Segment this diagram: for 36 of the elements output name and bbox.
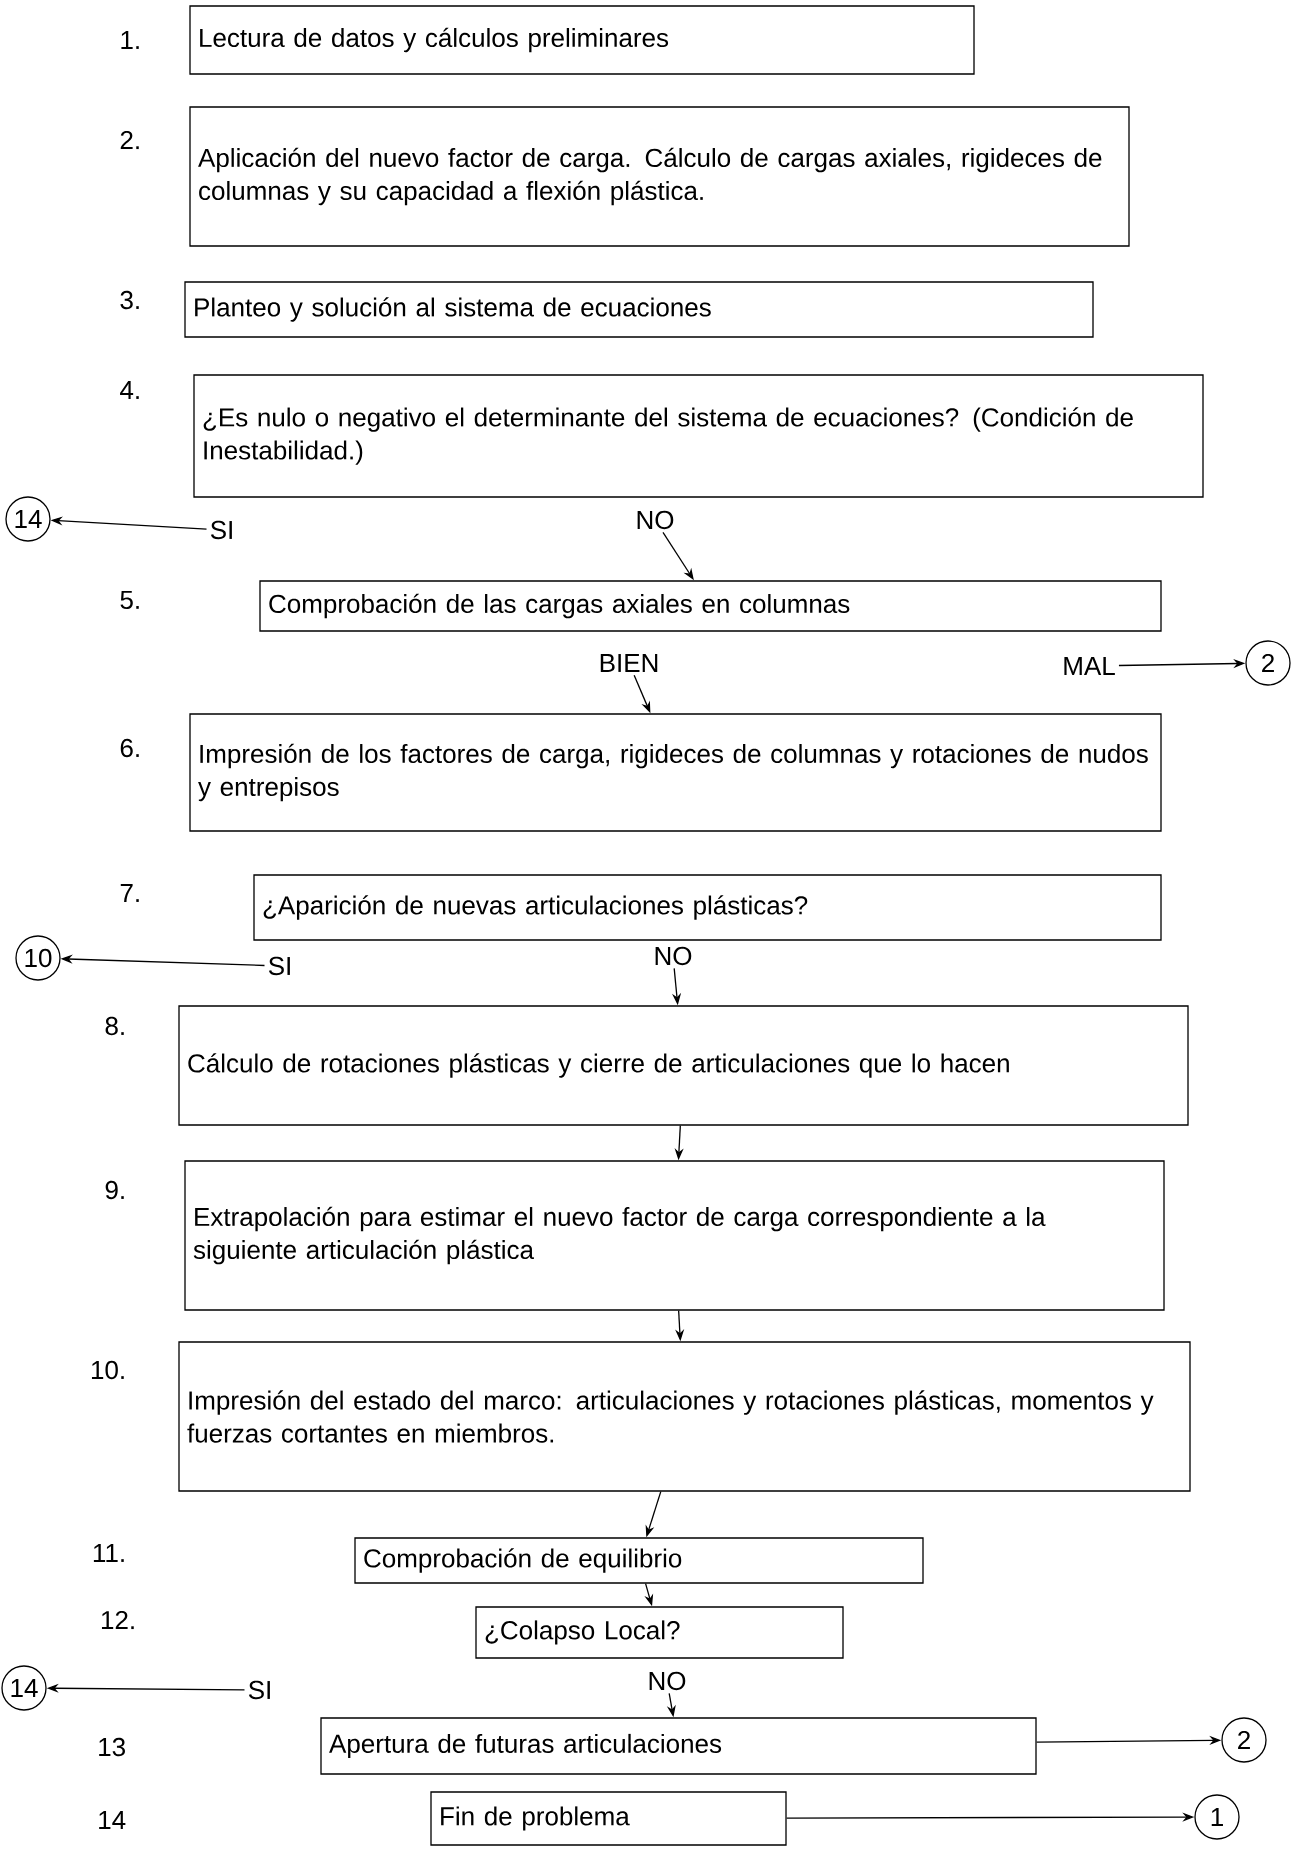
step-number: 2.: [120, 130, 139, 150]
branch-label: MAL: [1064, 657, 1115, 675]
process-box: Impresión del estado del marco: articulaciones y rotaciones plásticas, momentos y fuerzas cortantes en miembros.: [178, 1341, 1191, 1492]
process-box: ¿Es nulo o negativo el determinante del sistema de ecuaciones? (Condición de Inestabilidad.): [193, 374, 1204, 498]
process-box: Planteo y solución al sistema de ecuaciones: [184, 281, 1094, 338]
branch-label: NO: [649, 1671, 686, 1691]
process-box: Lectura de datos y cálculos preliminares: [189, 5, 975, 75]
step-number: 1.: [121, 31, 139, 49]
process-box: ¿Colapso Local?: [475, 1606, 844, 1659]
step-number: 3.: [120, 290, 139, 310]
step-number: 5.: [120, 590, 139, 610]
process-box: Extrapolación para estimar el nuevo factor de carga correspondiente a la siguiente articulación plástica: [184, 1160, 1165, 1311]
process-box: Apertura de futuras articulaciones: [320, 1717, 1037, 1775]
branch-label: NO: [637, 510, 674, 530]
step-number: 10.: [91, 1360, 124, 1380]
process-box: Fin de problema: [430, 1791, 787, 1846]
branch-label: SI: [248, 1680, 270, 1700]
branch-label: NO: [655, 946, 692, 966]
step-number: 11.: [93, 1544, 124, 1562]
process-box: Comprobación de las cargas axiales en columnas: [259, 580, 1162, 632]
branch-label: SI: [210, 520, 232, 540]
step-number: 6.: [120, 738, 139, 758]
step-number: 4.: [120, 381, 139, 399]
step-number: 12.: [101, 1610, 134, 1630]
process-box: ¿Aparición de nuevas articulaciones plásticas?: [253, 874, 1162, 941]
process-box: Aplicación del nuevo factor de carga. Cálculo de cargas axiales, rigideces de columnas y su capacidad a flexión plástica.: [189, 106, 1130, 247]
process-box: Cálculo de rotaciones plásticas y cierre de articulaciones que lo hacen: [178, 1005, 1189, 1126]
step-number: 13: [99, 1737, 125, 1757]
step-number: 14: [99, 1811, 126, 1829]
process-box: Impresión de los factores de carga, rigideces de columnas y rotaciones de nudos y entrepisos: [189, 713, 1162, 832]
step-number: 8.: [105, 1016, 124, 1036]
step-number: 9.: [105, 1180, 124, 1200]
step-number: 7.: [120, 884, 139, 902]
branch-label: BIEN: [600, 654, 658, 672]
branch-label: SI: [268, 956, 290, 976]
process-box: Comprobación de equilibrio: [354, 1537, 924, 1584]
